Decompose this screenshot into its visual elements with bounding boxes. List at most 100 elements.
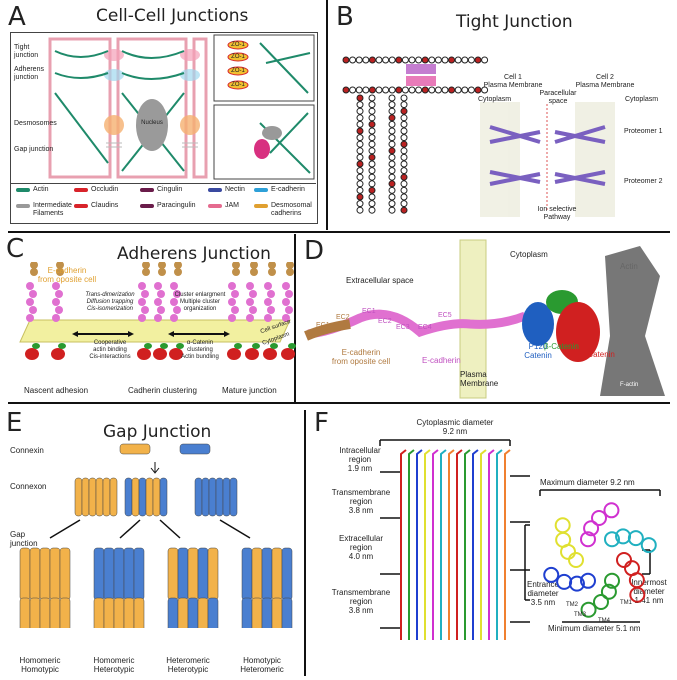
entrance-label: Entrance diameter 3.5 nm [526, 580, 560, 607]
zo-label-4: ZO-1 [231, 82, 245, 88]
connexon-subunit [215, 477, 224, 517]
trans-dimerization-label: Trans-dimerization Diffusion trapping Ci… [85, 292, 135, 312]
type-2-label: Homomeric Heterotypic [93, 656, 135, 674]
actin-label: Actin [620, 262, 638, 271]
beta-catenin-label: β-Catenin [544, 342, 579, 351]
panel-a-letter: A [8, 2, 26, 32]
panel-b-letter: B [336, 2, 354, 32]
ecad-d-label: E-cadherin [422, 356, 461, 365]
gap-subunit-top [133, 547, 145, 601]
legend [10, 183, 316, 222]
legend-swatch [140, 204, 154, 208]
extracellular-f-label: Extracellular region 4.0 nm [338, 534, 383, 561]
legend-label: Intermediate Filaments [33, 202, 72, 217]
gap-subunit-bottom [167, 597, 179, 628]
gap-junction-label: Gap junction [14, 146, 54, 153]
gap-subunit-bottom [187, 597, 199, 628]
connexon-subunit [222, 477, 231, 517]
gap-subunit-top [177, 547, 189, 601]
legend-label: Paracingulin [157, 202, 196, 209]
transmembrane1-label: Transmembrane region 3.8 nm [331, 488, 391, 515]
panel-c-letter: C [6, 234, 25, 264]
alpha-catenin-clustering-label: α-Catenin clustering Actin bundling [181, 340, 219, 360]
legend-swatch [140, 188, 154, 192]
legend-swatch [74, 188, 88, 192]
tm3-label: TM3 [574, 612, 586, 618]
divider-top [8, 231, 670, 233]
panel-e-title: Gap Junction [103, 422, 212, 442]
connexin-orange [119, 443, 151, 455]
type-3-label: Heteromeric Heterotypic [166, 656, 210, 674]
panel-d-structure [304, 239, 665, 399]
connexon-subunit [229, 477, 238, 517]
panel-a-cells [48, 34, 315, 180]
gap-subunit-bottom [251, 597, 263, 628]
gap-subunit-bottom [113, 597, 125, 628]
cytoplasm-left-label: Cytoplasm [478, 96, 512, 103]
gap-subunit-bottom [197, 597, 209, 628]
gap-subunit-top [197, 547, 209, 601]
gap-subunit-top [59, 547, 71, 601]
gap-subunit-bottom [177, 597, 189, 628]
gap-subunit-bottom [39, 597, 51, 628]
divider-v-top [326, 0, 328, 230]
connexon-subunit [131, 477, 140, 517]
gap-subunit-top [103, 547, 115, 601]
mature-label: Mature junction [222, 386, 277, 395]
panel-e-diagram [19, 443, 293, 628]
gap-subunit-bottom [103, 597, 115, 628]
cluster-label: Cluster enlargment Multiple cluster orga… [174, 292, 226, 312]
tm4-label: TM4 [598, 618, 610, 624]
gap-subunit-top [167, 547, 179, 601]
zo-label-3: ZO-1 [231, 68, 245, 74]
nucleus-label: Nucleus [141, 120, 163, 126]
panel-a-title: Cell-Cell Junctions [96, 6, 249, 26]
type-4-label: Homotypic Heteromeric [240, 656, 284, 674]
intracellular-label: Intracellular region 1.9 nm [339, 446, 381, 473]
min-diameter-label: Minimum diameter 5.1 nm [548, 624, 641, 633]
legend-label: Cingulin [157, 186, 183, 193]
connexin-blue [179, 443, 211, 455]
cytoplasmic-diameter-label: Cytoplasmic diameter 9.2 nm [416, 418, 494, 436]
legend-swatch [208, 188, 222, 192]
gapjunction-e-label: Gap junction [10, 530, 38, 548]
connexon-subunit [81, 477, 90, 517]
legend-label: Nectin [225, 186, 245, 193]
gap-subunit-bottom [281, 597, 293, 628]
zo-label-1: ZO-1 [231, 42, 245, 48]
connexon-subunit [152, 477, 161, 517]
gap-subunit-bottom [207, 597, 219, 628]
legend-label: Actin [33, 186, 49, 193]
connexon-subunit [109, 477, 118, 517]
gap-subunit-top [39, 547, 51, 601]
gap-subunit-bottom [271, 597, 283, 628]
gap-subunit-top [19, 547, 31, 601]
gap-subunit-top [271, 547, 283, 601]
gap-subunit-bottom [59, 597, 71, 628]
panel-b-title: Tight Junction [456, 12, 573, 32]
panel-f-structure [379, 439, 661, 640]
desmosomes-label: Desmosomes [14, 120, 57, 127]
connexon-subunit [201, 477, 210, 517]
alpha-catenin-label: α-Catenin [580, 350, 615, 359]
ion-pathway-label: Ion selective Pathway [537, 206, 577, 221]
tight-junction-label: Tight junction [14, 44, 39, 59]
ec2-right: EC2 [378, 318, 392, 325]
legend-label: JAM [225, 202, 239, 209]
panel-e-letter: E [6, 408, 23, 438]
gap-subunit-top [187, 547, 199, 601]
adherens-junction-label: Adherens junction [14, 66, 44, 81]
connexon-subunit [95, 477, 104, 517]
plasma-membrane-d-label: Plasma Membrane [460, 370, 499, 388]
ec1-right: EC1 [362, 308, 376, 315]
legend-swatch [16, 188, 30, 192]
gap-subunit-top [241, 547, 253, 601]
gap-subunit-top [261, 547, 273, 601]
p120-label: P120 Catenin [524, 342, 552, 360]
panel-b-membrane [342, 56, 615, 217]
connexon-subunit [102, 477, 111, 517]
proteomer1-label: Proteomer 1 [624, 128, 663, 135]
gap-subunit-bottom [49, 597, 61, 628]
legend-swatch [208, 204, 222, 208]
gap-subunit-top [49, 547, 61, 601]
